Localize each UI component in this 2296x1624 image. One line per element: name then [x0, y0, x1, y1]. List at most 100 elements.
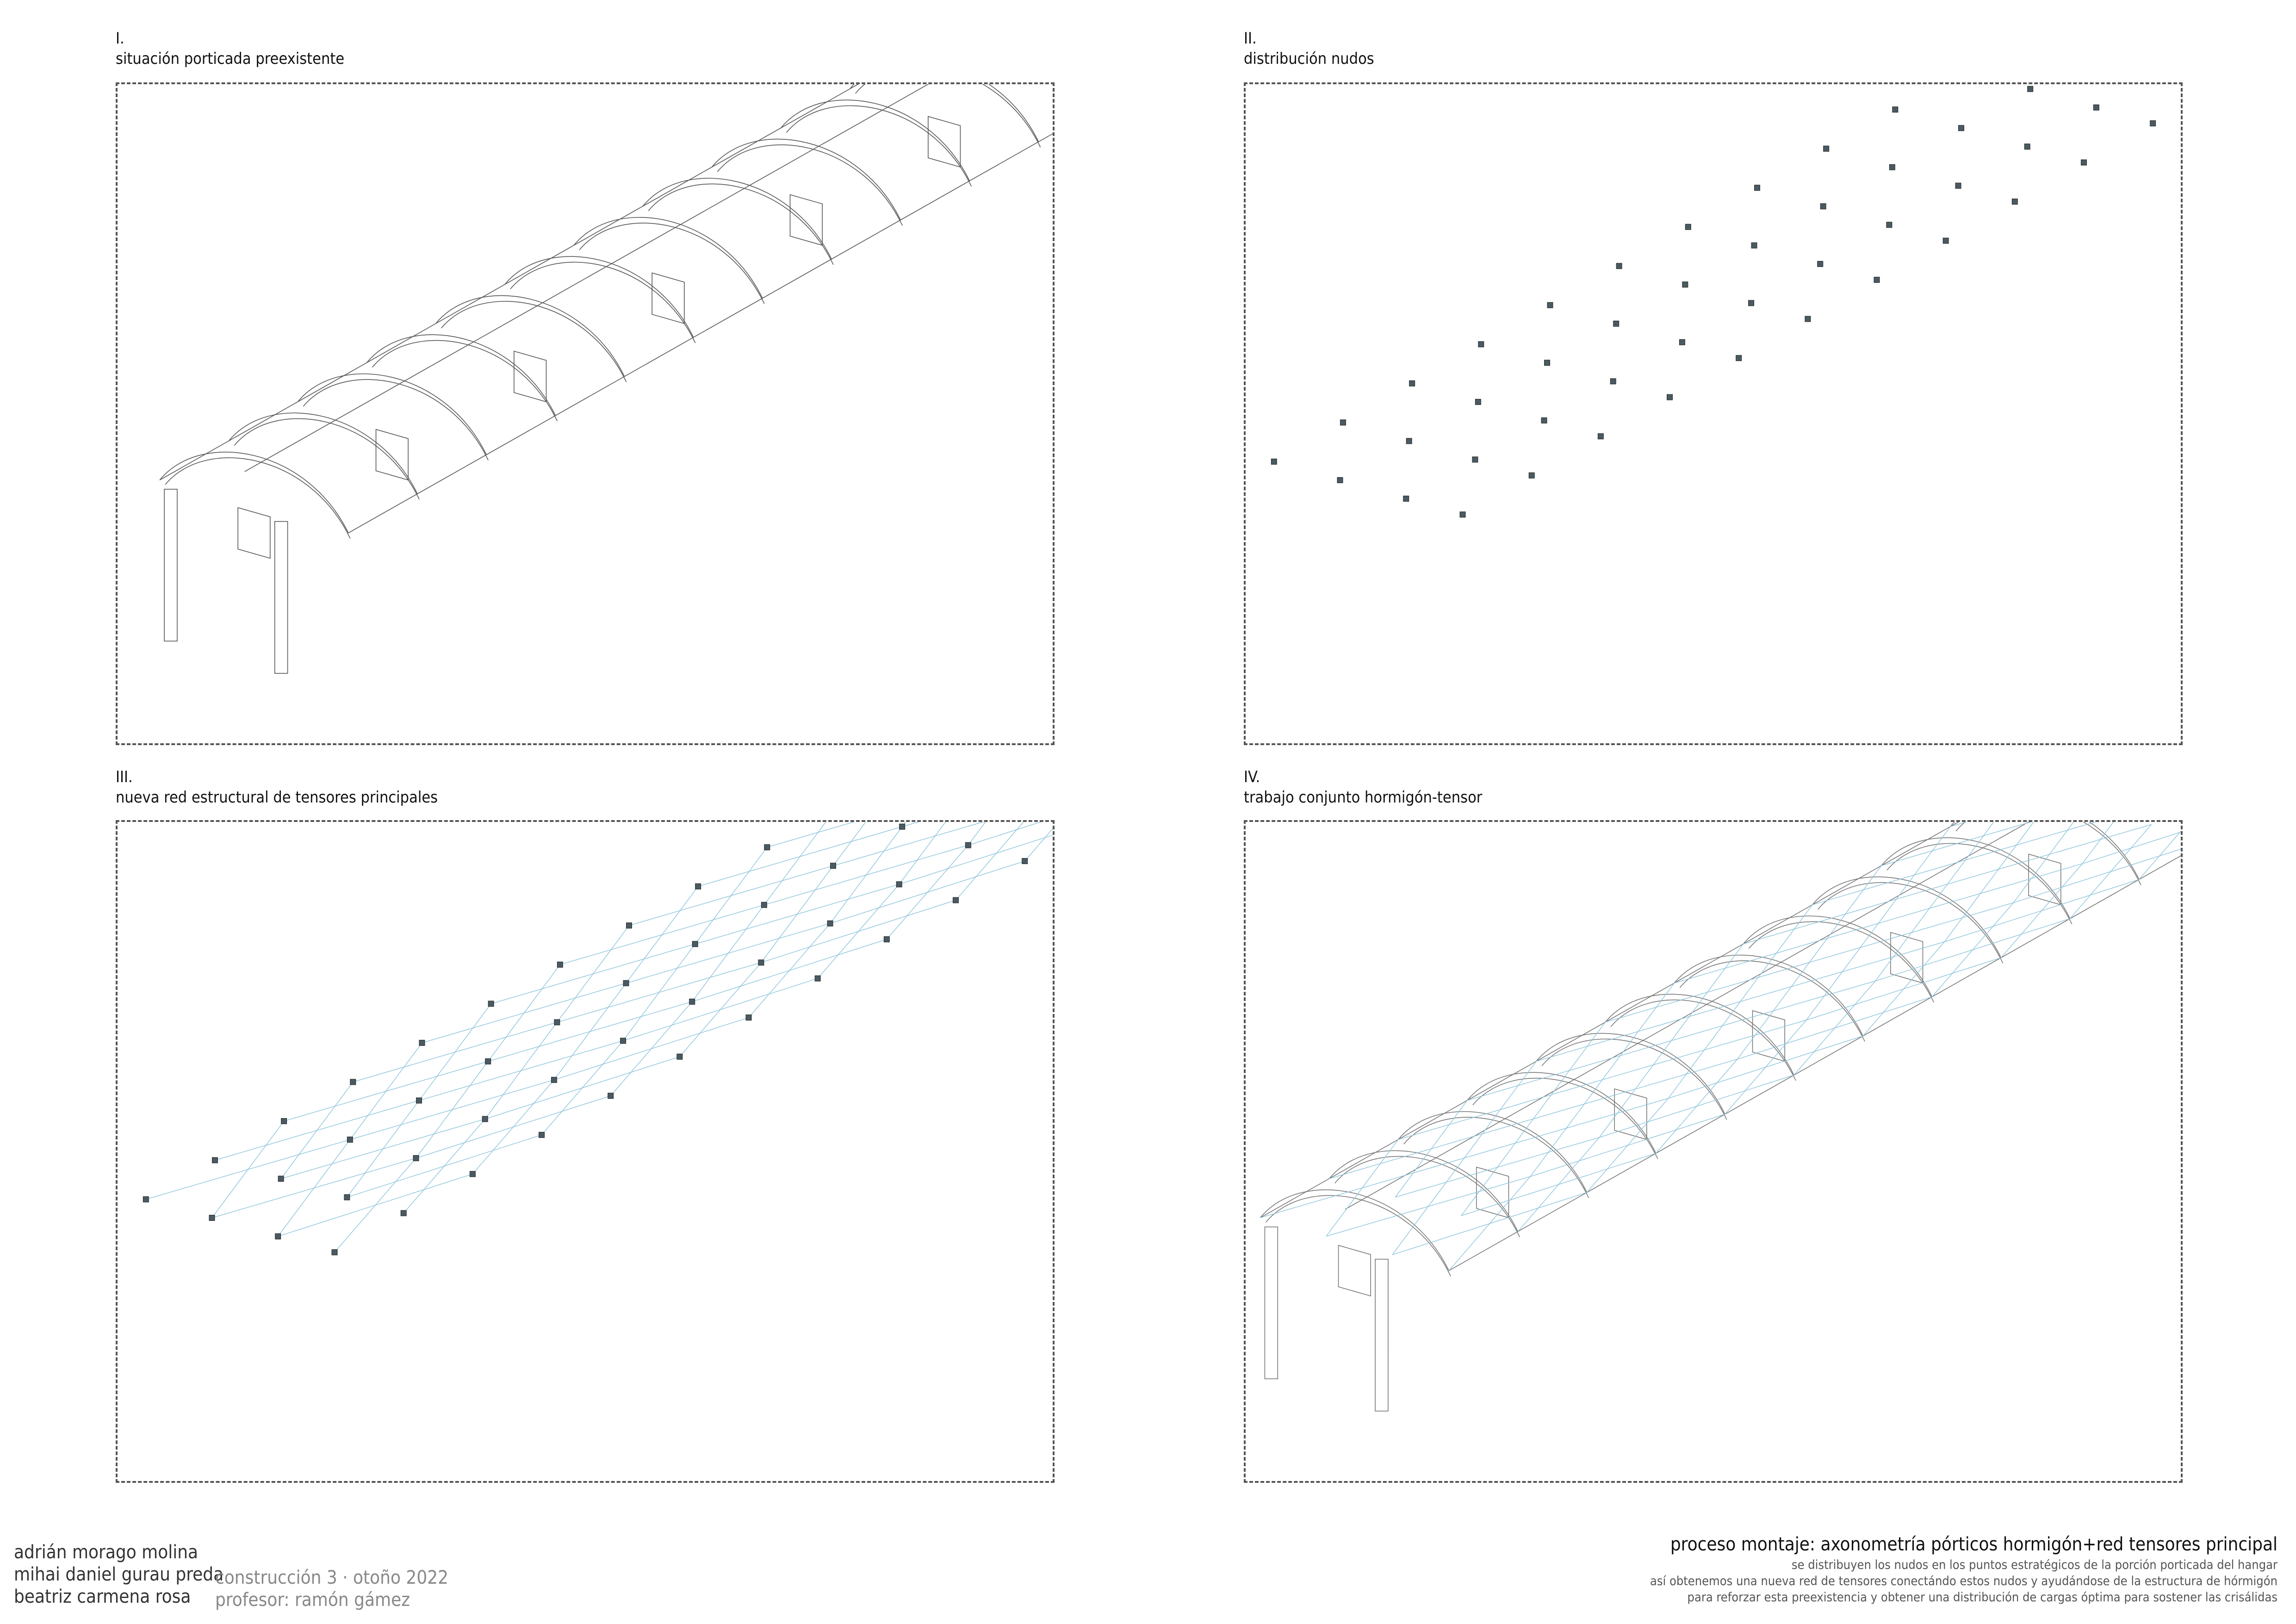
tensor-cable [2082, 822, 2114, 864]
portico-frame [1338, 1244, 1371, 1297]
tensor-cable [557, 925, 630, 1023]
roof-arch [2019, 822, 2181, 840]
tensor-node [488, 1001, 494, 1007]
tensor-cable [763, 822, 826, 905]
tensor-cable [1740, 904, 1813, 1002]
roof-arch-inner [1955, 822, 2141, 885]
tensor-cable [1517, 1137, 1600, 1232]
tensor-cable [1461, 1119, 1534, 1216]
tensor-node [419, 1039, 425, 1046]
tensor-cable [488, 964, 560, 1062]
axonometric-combined-structure [1260, 822, 2181, 1412]
tensor-cable [886, 845, 968, 940]
tensor-node [1751, 242, 1757, 249]
tensor-node [1478, 341, 1484, 348]
tensor-node [626, 922, 632, 929]
tensor-node [1685, 224, 1691, 230]
tensor-node [1817, 261, 1824, 267]
tensor-cable [1875, 884, 1948, 981]
portico-frame [789, 194, 823, 246]
portico-frame [375, 429, 409, 481]
axonometric-tensor-network [143, 822, 1053, 1256]
tensor-node [2081, 159, 2087, 166]
tensor-node [275, 1233, 281, 1239]
tensor-cable [472, 1079, 554, 1175]
tensor-node [1679, 339, 1685, 345]
tensor-node [1823, 145, 1830, 152]
roof-arch [1536, 1033, 1725, 1114]
tensor-node [1682, 281, 1688, 288]
concrete-column [1264, 1226, 1278, 1380]
panel-4-number: IV. [1244, 768, 1260, 786]
roof-arch [1743, 915, 1933, 997]
roof-arch-inner [441, 301, 627, 382]
description-title: proceso montaje: axonometría pórticos ho… [1670, 1534, 2277, 1555]
tensor-cable [1533, 1022, 1606, 1120]
tensor-cable [1326, 1139, 1399, 1237]
tensor-cable [1448, 1176, 1531, 1271]
tensor-cable [278, 1139, 350, 1237]
portico-frame [237, 507, 271, 559]
tensor-node [1544, 360, 1550, 366]
tensor-cable [626, 886, 699, 983]
author-name: mihai daniel gurau preda [14, 1564, 224, 1585]
tensor-cable [1793, 981, 1876, 1076]
roof-arch-inner [165, 457, 351, 539]
tensor-node [1667, 394, 1673, 400]
tensor-cable [2139, 831, 2181, 880]
tensor-cable [1809, 865, 1882, 963]
tensor-cable [403, 1119, 485, 1213]
tensor-node [830, 863, 836, 869]
tensor-node [212, 1157, 218, 1164]
roof-arch [1467, 1072, 1657, 1154]
portico-frame [928, 116, 961, 168]
tensor-node [758, 959, 764, 966]
tensor-cable [1656, 1059, 1738, 1154]
roof-arch [850, 84, 1039, 142]
tensor-node [416, 1097, 422, 1104]
tensor-cable [767, 822, 855, 848]
tensor-cable [899, 822, 946, 885]
panel-2-number: II. [1244, 29, 1257, 48]
panel-3-number: III. [116, 768, 133, 786]
tensor-cable [2013, 848, 2181, 903]
tensor-cable [1024, 828, 1053, 861]
roof-arch-inner [1403, 1117, 1589, 1198]
roof-arch [642, 178, 832, 260]
tensor-node [281, 1118, 287, 1124]
tensor-node [485, 1058, 491, 1064]
tensor-node [400, 1210, 407, 1216]
tensor-node [1271, 458, 1277, 465]
tensor-node [764, 844, 770, 851]
tensor-cable [1602, 983, 1675, 1080]
tensor-node [1889, 164, 1895, 170]
longitudinal-beam [1345, 822, 2029, 1210]
description-line: así obtenemos una nueva red de tensores … [1650, 1574, 2277, 1588]
tensor-node [2024, 143, 2030, 150]
tensor-cable [692, 904, 764, 1002]
panel-1-number: I. [116, 29, 124, 48]
roof-arch-inner [1265, 1195, 1451, 1276]
tensor-node [347, 1136, 353, 1143]
tensor-node [1874, 277, 1880, 283]
concrete-column [1375, 1258, 1389, 1412]
panel-1-caption: situación porticada preexistente [116, 50, 345, 68]
tensor-node [1955, 182, 1961, 189]
panel-3-caption: nueva red estructural de tensores princi… [116, 788, 438, 807]
roof-arch [1329, 1150, 1519, 1232]
tensor-node [2027, 86, 2034, 92]
tensor-node [1736, 355, 1742, 361]
longitudinal-beam [1448, 855, 2181, 1271]
tensor-node [814, 975, 821, 982]
tensor-node [1022, 858, 1028, 864]
tensor-node [965, 842, 971, 848]
tensor-cable [1464, 1061, 1537, 1158]
panel-4-caption: trabajo conjunto hormigón-tensor [1244, 788, 1483, 807]
tensor-node [482, 1116, 488, 1122]
tensor-cable [1668, 1001, 1741, 1099]
tensor-cable [541, 1040, 624, 1135]
tensor-node [1886, 222, 1893, 228]
roof-arch-inner [1679, 960, 1865, 1042]
tensor-cable [1931, 902, 2014, 997]
tensor-cable [1587, 1098, 1669, 1193]
